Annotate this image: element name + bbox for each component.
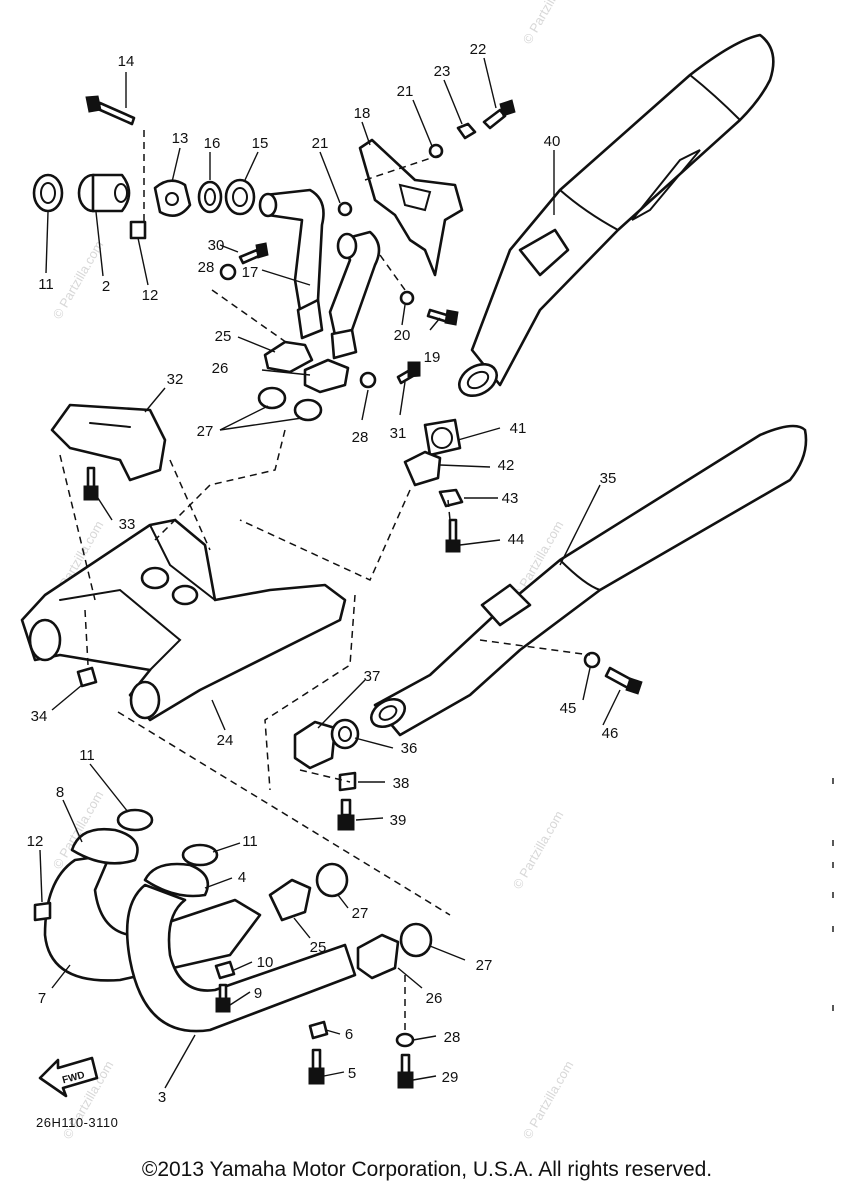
callout-label: 37 [364, 668, 381, 685]
callout-label: 16 [204, 135, 221, 152]
callout-label: 27 [197, 423, 214, 440]
watermark: © Partzilla.com [520, 1058, 577, 1141]
callout-label: 35 [600, 470, 617, 487]
callout-label: 8 [56, 784, 64, 801]
callout-label: 20 [394, 327, 411, 344]
callout-label: 6 [345, 1026, 353, 1043]
callout-label: 41 [510, 420, 527, 437]
callout-label: 11 [79, 747, 95, 764]
callout-label: 26 [212, 360, 229, 377]
callout-label: 42 [498, 457, 515, 474]
callout-label: 26 [426, 990, 443, 1007]
callout-label: 13 [172, 130, 189, 147]
drawing-code: 26H110-3110 [36, 1115, 118, 1130]
callout-label: 39 [390, 812, 407, 829]
front-pipes [33, 808, 433, 1089]
callout-label: 45 [560, 700, 577, 717]
callout-label: 46 [602, 725, 619, 742]
callout-label: 2 [102, 278, 110, 295]
callout-label: 28 [198, 259, 215, 276]
watermark: © Partzilla.com [50, 238, 107, 321]
watermark: © Partzilla.com [510, 808, 567, 891]
callout-label: 28 [444, 1029, 461, 1046]
callout-label: 11 [242, 833, 258, 850]
callout-label: 43 [502, 490, 519, 507]
callout-label: 22 [470, 41, 487, 58]
callout-label: 3 [158, 1089, 166, 1106]
callout-label: 12 [27, 833, 44, 850]
callout-label: 27 [352, 905, 369, 922]
callout-label: 34 [31, 708, 48, 725]
callout-label: 28 [352, 429, 369, 446]
callout-label: 7 [38, 990, 46, 1007]
callout-label: 32 [167, 371, 184, 388]
callout-label: 40 [544, 133, 561, 150]
callout-label: 29 [442, 1069, 459, 1086]
callout-label: 21 [397, 83, 414, 100]
callout-labels: 14 13 16 15 21 18 21 23 22 40 11 2 12 30… [27, 41, 619, 1106]
callout-label: 24 [217, 732, 234, 749]
callout-label: 12 [142, 287, 159, 304]
callout-label: 25 [215, 328, 232, 345]
callout-label: 38 [393, 775, 410, 792]
upper-exhaust-parts [32, 95, 516, 553]
muffler-40 [458, 33, 775, 398]
muffler-35 [369, 424, 808, 737]
middle-assembly [20, 403, 643, 831]
copyright-notice: ©2013 Yamaha Motor Corporation, U.S.A. A… [141, 1158, 713, 1181]
callout-label: 31 [390, 425, 407, 442]
callout-label: 44 [508, 531, 525, 548]
callout-label: 9 [254, 985, 262, 1002]
callout-label: 4 [238, 869, 246, 886]
callout-label: 17 [242, 264, 259, 281]
leader-lines [39, 57, 621, 1089]
callout-label: 15 [252, 135, 269, 152]
callout-label: 30 [208, 237, 225, 254]
watermark: © Partzilla.com [520, 0, 577, 47]
callout-label: 21 [312, 135, 329, 152]
callout-label: 5 [348, 1065, 356, 1082]
callout-label: 10 [257, 954, 274, 971]
callout-label: 14 [118, 53, 135, 70]
callout-label: 18 [354, 105, 371, 122]
callout-label: 36 [401, 740, 418, 757]
callout-label: 19 [424, 349, 441, 366]
assembly-lines [59, 130, 591, 1030]
callout-label: 33 [119, 516, 136, 533]
callout-label: 23 [434, 63, 451, 80]
callout-label: 11 [38, 276, 54, 293]
callout-label: 27 [476, 957, 493, 974]
callout-label: 25 [310, 939, 327, 956]
fwd-arrow-icon: FWD [38, 1056, 99, 1098]
